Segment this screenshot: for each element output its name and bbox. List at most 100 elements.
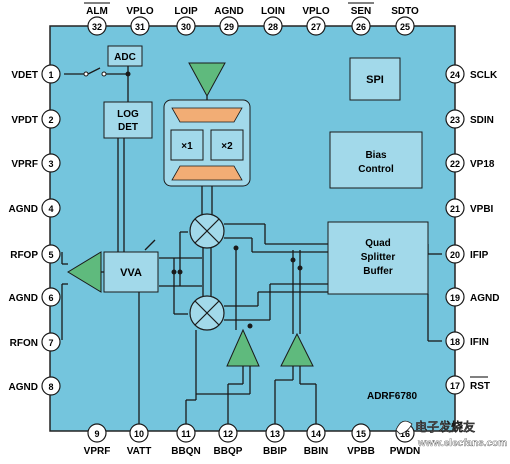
- pin-25-circle: [395, 16, 415, 36]
- x2-label: ×2: [221, 141, 233, 152]
- pin-8-name: AGND: [9, 382, 38, 393]
- pin-13-number: 13: [270, 429, 280, 439]
- pin-15-number: 15: [356, 429, 366, 439]
- pin-18-number: 18: [450, 337, 460, 347]
- spi-block: [349, 57, 401, 101]
- pin-1-number: 1: [48, 70, 53, 80]
- pin-17-name: RST: [470, 381, 490, 392]
- lo-amplifier-icon: [188, 62, 226, 98]
- pin-30-circle: [176, 16, 196, 36]
- pin-21-circle: [445, 198, 465, 218]
- pin-5-name: RFOP: [10, 250, 38, 261]
- pin-2-number: 2: [48, 115, 53, 125]
- pin-4-circle: [41, 198, 61, 218]
- pin-7-name: RFON: [10, 338, 38, 349]
- log-det-block: [103, 101, 153, 139]
- pin-22-circle: [445, 153, 465, 173]
- pin-25-name: SDTO: [391, 6, 419, 17]
- pin-1-circle: [41, 64, 61, 84]
- pin-15-circle: [351, 423, 371, 443]
- pin-10-name: VATT: [127, 446, 152, 457]
- pin-28-number: 28: [268, 22, 278, 32]
- pin-21-name: VPBI: [470, 204, 494, 215]
- quad-splitter-label: Buffer: [363, 266, 393, 277]
- pin-4-name: AGND: [9, 204, 38, 215]
- signal-wires: [61, 66, 442, 426]
- pin-19-name: AGND: [470, 293, 499, 304]
- pin-17-circle: [445, 375, 465, 395]
- pin-14-number: 14: [311, 429, 321, 439]
- pin-19-circle: [445, 287, 465, 307]
- quad-splitter-label: Splitter: [361, 252, 396, 263]
- pin-30-number: 30: [181, 22, 191, 32]
- vva-block: [103, 251, 159, 293]
- pin-22-number: 22: [450, 159, 460, 169]
- pin-11-number: 11: [181, 429, 191, 439]
- mixer-i-icon: [189, 213, 225, 249]
- vva-label: VVA: [120, 267, 142, 279]
- pin-6-name: AGND: [9, 293, 38, 304]
- bbq-amplifier-icon: [226, 328, 260, 367]
- rf-output-amplifier-icon: [67, 251, 102, 293]
- pin-4-number: 4: [48, 204, 53, 214]
- pin-20-circle: [445, 244, 465, 264]
- pin-14-name: BBIN: [304, 446, 328, 457]
- bias-control-label: Bias: [365, 150, 387, 161]
- pin-21-number: 21: [450, 204, 460, 214]
- pin-24-number: 24: [450, 70, 460, 80]
- pin-11-name: BBQN: [171, 446, 200, 457]
- x1-block: [170, 129, 204, 161]
- switch-contact: [101, 71, 107, 77]
- pin-30-name: LOIP: [174, 6, 198, 17]
- pin-29-circle: [219, 16, 239, 36]
- pin-2-circle: [41, 109, 61, 129]
- pin-17-number: 17: [450, 381, 460, 391]
- pin-18-name: IFIN: [470, 337, 489, 348]
- pin-15-name: VPBB: [347, 446, 375, 457]
- pin-8-circle: [41, 376, 61, 396]
- pin-22-name: VP18: [470, 159, 495, 170]
- pin-27-circle: [306, 16, 326, 36]
- watermark: 电子发烧友 www.elecfans.com: [395, 419, 507, 449]
- switch-contact: [83, 71, 89, 77]
- pin-32-number: 32: [92, 22, 102, 32]
- pin-19-number: 19: [450, 293, 460, 303]
- quad-splitter-block: [327, 221, 429, 295]
- pin-12-number: 12: [223, 429, 233, 439]
- pin-29-number: 29: [224, 22, 234, 32]
- pin-24-circle: [445, 64, 465, 84]
- pin-9-circle: [87, 423, 107, 443]
- x1-label: ×1: [181, 141, 193, 152]
- pin-32-name: ALM: [86, 6, 108, 17]
- pin-13-circle: [265, 423, 285, 443]
- pin-11-circle: [176, 423, 196, 443]
- pin-6-circle: [41, 287, 61, 307]
- pin-9-number: 9: [94, 429, 99, 439]
- pin-1-name: VDET: [11, 70, 38, 81]
- spi-label: SPI: [366, 74, 384, 86]
- pin-25-number: 25: [400, 22, 410, 32]
- pin-9-name: VPRF: [84, 446, 111, 457]
- watermark-logo-text: 电子发烧友: [415, 419, 475, 434]
- pin-12-name: BBQP: [214, 446, 243, 457]
- pin-7-circle: [41, 332, 61, 352]
- pin-24-name: SCLK: [470, 70, 498, 81]
- watermark-logo-icon: [395, 420, 413, 435]
- pin-26-circle: [351, 16, 371, 36]
- lo-divider-top-shape: [171, 107, 243, 123]
- pin-20-number: 20: [450, 250, 460, 260]
- pin-5-circle: [41, 244, 61, 264]
- pin-26-number: 26: [356, 22, 366, 32]
- pin-3-number: 3: [48, 159, 53, 169]
- pin-2-name: VPDT: [11, 115, 38, 126]
- adc-block: [107, 45, 143, 67]
- pin-27-name: VPLO: [302, 6, 329, 17]
- watermark-url: www.elecfans.com: [417, 438, 507, 449]
- pin-32-circle: [87, 16, 107, 36]
- pin-23-circle: [445, 109, 465, 129]
- pin-20-name: IFIP: [470, 250, 489, 261]
